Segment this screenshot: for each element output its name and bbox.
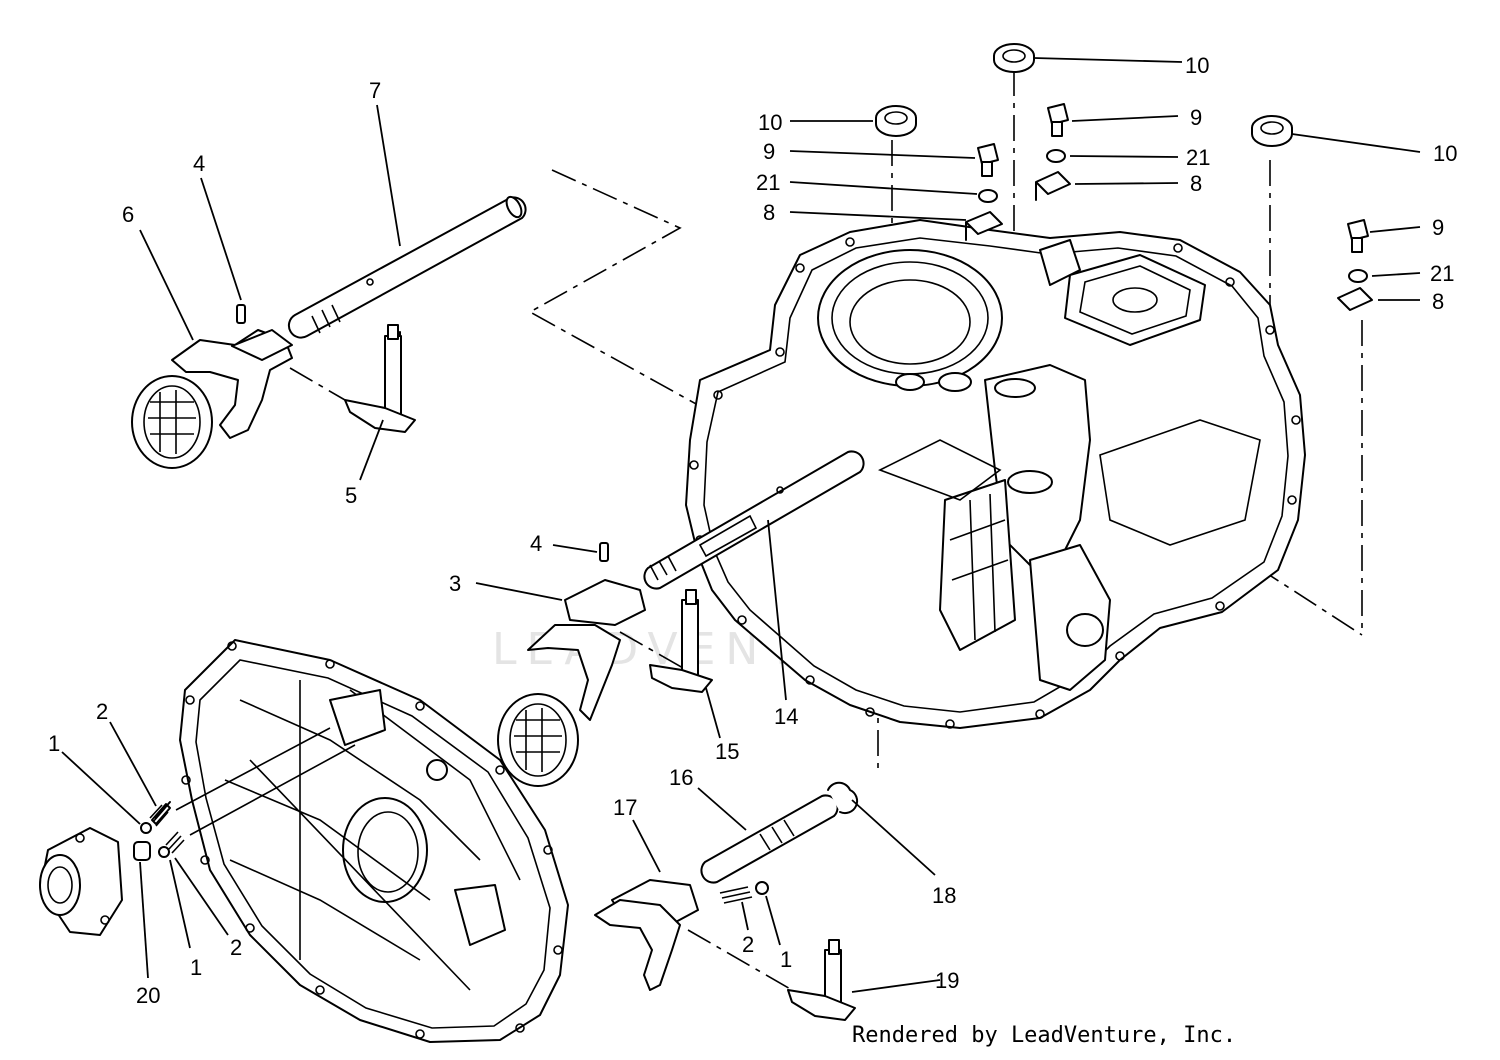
bolt-3 xyxy=(1347,219,1369,253)
callout-1-fork: 1 xyxy=(780,947,792,972)
callout-8-top: 8 xyxy=(1190,171,1202,196)
callout-20: 20 xyxy=(136,983,160,1008)
housing-bolt-holes xyxy=(689,237,1301,729)
oil-seal-1 xyxy=(993,43,1035,73)
callout-4-upper: 4 xyxy=(193,151,205,176)
leader-lines xyxy=(61,57,1421,993)
callout-labels: 10 10 10 9 9 9 21 21 21 8 8 8 7 4 6 5 4 … xyxy=(48,53,1457,1008)
callout-17: 17 xyxy=(613,795,637,820)
callout-1-lower: 1 xyxy=(190,955,202,980)
callout-15: 15 xyxy=(715,739,739,764)
plate-2 xyxy=(965,211,1003,241)
bolt-2 xyxy=(977,143,999,177)
callout-16: 16 xyxy=(669,765,693,790)
front-cover-housing xyxy=(179,639,569,1043)
callout-19: 19 xyxy=(935,968,959,993)
callout-2-upper: 2 xyxy=(96,699,108,724)
callout-10-left: 10 xyxy=(758,110,782,135)
oil-seal-2 xyxy=(875,105,917,137)
transmission-housing xyxy=(685,219,1306,729)
lock-washer-2 xyxy=(978,189,998,203)
callout-10-right: 10 xyxy=(1433,141,1457,166)
shift-cap-part-20 xyxy=(39,827,151,936)
callout-8-right: 8 xyxy=(1432,289,1444,314)
seals-bolts-washers xyxy=(875,43,1373,311)
detent-springs-and-balls xyxy=(140,727,769,904)
lock-washer-1 xyxy=(1046,149,1066,163)
callout-4-middle: 4 xyxy=(530,531,542,556)
oil-seal-3 xyxy=(1251,115,1293,147)
plate-3 xyxy=(1337,287,1373,311)
render-credit: Rendered by LeadVenture, Inc. xyxy=(852,1023,1237,1048)
callout-1-upper: 1 xyxy=(48,731,60,756)
lower-shift-fork-assembly xyxy=(594,781,859,1021)
middle-shift-fork-assembly xyxy=(497,450,865,787)
plate-1 xyxy=(1035,171,1071,201)
upper-shift-fork-assembly xyxy=(131,195,527,469)
callout-2-fork: 2 xyxy=(742,932,754,957)
callout-7: 7 xyxy=(369,78,381,103)
bolt-1 xyxy=(1047,103,1069,137)
callout-21-top: 21 xyxy=(1186,145,1210,170)
callout-21-left: 21 xyxy=(756,170,780,195)
callout-14: 14 xyxy=(774,704,798,729)
callout-9-left: 9 xyxy=(763,139,775,164)
callout-9-right: 9 xyxy=(1432,215,1444,240)
callout-3: 3 xyxy=(449,571,461,596)
callout-2-lower: 2 xyxy=(230,935,242,960)
callout-6: 6 xyxy=(122,202,134,227)
callout-5: 5 xyxy=(345,483,357,508)
callout-10-top: 10 xyxy=(1185,53,1209,78)
lock-washer-3 xyxy=(1348,269,1368,283)
callout-9-top: 9 xyxy=(1190,105,1202,130)
callout-18: 18 xyxy=(932,883,956,908)
callout-21-right: 21 xyxy=(1430,261,1454,286)
cover-bolt-holes xyxy=(181,641,563,1039)
callout-8-left: 8 xyxy=(763,200,775,225)
